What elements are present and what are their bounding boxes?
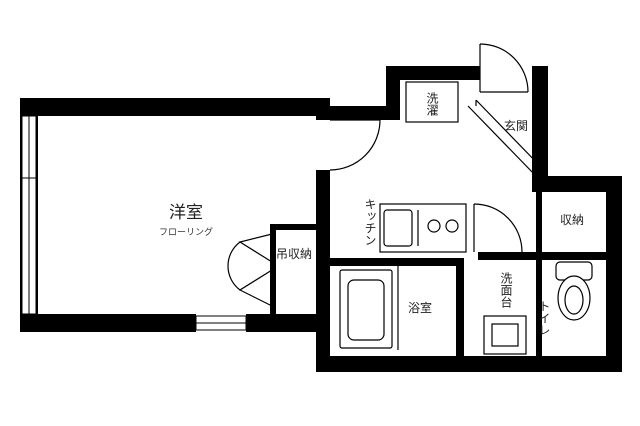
entrance-step	[467, 99, 543, 177]
washbasin	[483, 315, 527, 355]
outer-walls	[20, 66, 622, 372]
room-label-flooring: フローリング	[159, 226, 213, 238]
room-label-kitchen: キッチン	[363, 198, 377, 246]
room-label-washer: 洗濯	[425, 92, 439, 117]
toilet	[555, 261, 593, 321]
room-label-toilet: トイレ	[537, 300, 551, 336]
room-label-hanging-storage: 吊収納	[276, 247, 312, 261]
room-label-bath: 浴室	[408, 300, 432, 315]
room-label-storage: 収納	[560, 213, 584, 227]
washer-space	[405, 81, 459, 123]
kitchen-counter	[379, 203, 467, 253]
window-bottom	[195, 315, 247, 331]
room-label-entrance: 玄関	[504, 118, 528, 133]
room-label-washstand: 洗面台	[499, 272, 513, 308]
doors	[227, 43, 529, 307]
window-left	[21, 115, 37, 315]
bathtub	[339, 266, 399, 350]
room-label-western: 洋室	[169, 203, 203, 223]
inner-walls	[270, 192, 606, 356]
